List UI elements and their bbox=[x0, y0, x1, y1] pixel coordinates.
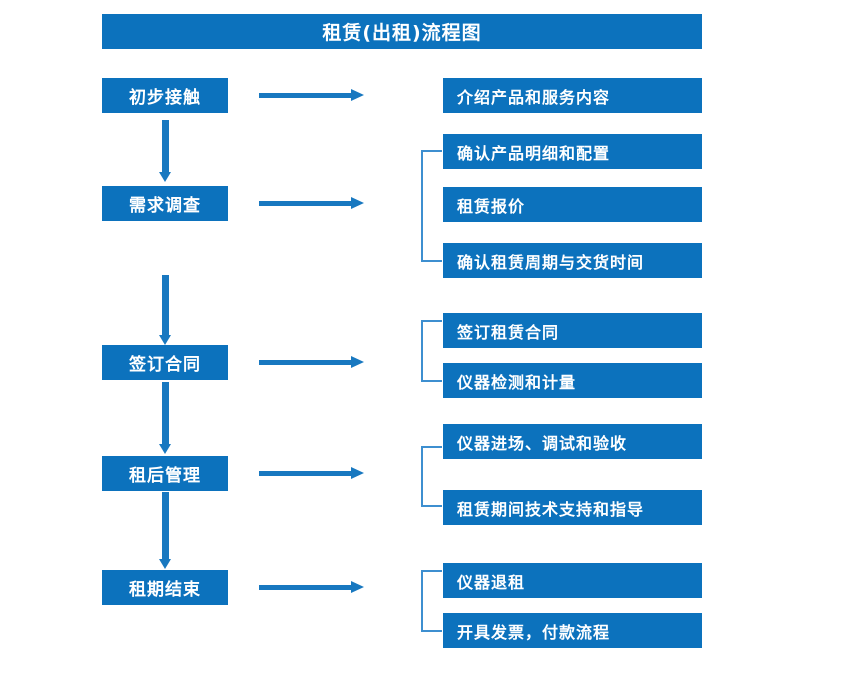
group-bracket-icon-2 bbox=[421, 150, 442, 262]
arrow-shaft bbox=[162, 120, 169, 172]
arrow-head bbox=[351, 581, 364, 593]
arrow-head bbox=[159, 172, 171, 182]
detail-box-3-2[interactable]: 仪器检测和计量 bbox=[443, 363, 702, 398]
arrow-head bbox=[351, 89, 364, 101]
arrow-shaft bbox=[259, 471, 351, 476]
down-arrow-icon-1 bbox=[159, 120, 171, 182]
right-arrow-icon-3 bbox=[259, 355, 364, 369]
arrow-head bbox=[351, 467, 364, 479]
stage-box-5[interactable]: 租期结束 bbox=[102, 570, 228, 605]
arrow-shaft bbox=[162, 492, 169, 559]
arrow-head bbox=[159, 559, 171, 569]
down-arrow-icon-4 bbox=[159, 492, 171, 569]
group-bracket-icon-5 bbox=[421, 570, 442, 632]
detail-box-2-1[interactable]: 确认产品明细和配置 bbox=[443, 134, 702, 169]
right-arrow-icon-4 bbox=[259, 466, 364, 480]
arrow-head bbox=[351, 197, 364, 209]
group-bracket-icon-4 bbox=[421, 446, 442, 507]
arrow-shaft bbox=[259, 201, 351, 206]
page-title: 租赁(出租)流程图 bbox=[102, 14, 702, 49]
detail-box-4-2[interactable]: 租赁期间技术支持和指导 bbox=[443, 490, 702, 525]
right-arrow-icon-1 bbox=[259, 88, 364, 102]
detail-box-1-1[interactable]: 介绍产品和服务内容 bbox=[443, 78, 702, 113]
right-arrow-icon-5 bbox=[259, 580, 364, 594]
detail-box-2-2[interactable]: 租赁报价 bbox=[443, 187, 702, 222]
stage-box-2[interactable]: 需求调查 bbox=[102, 186, 228, 221]
stage-box-1[interactable]: 初步接触 bbox=[102, 78, 228, 113]
detail-box-3-1[interactable]: 签订租赁合同 bbox=[443, 313, 702, 348]
detail-box-5-2[interactable]: 开具发票，付款流程 bbox=[443, 613, 702, 648]
arrow-shaft bbox=[259, 585, 351, 590]
arrow-shaft bbox=[259, 360, 351, 365]
detail-box-4-1[interactable]: 仪器进场、调试和验收 bbox=[443, 424, 702, 459]
arrow-shaft bbox=[259, 93, 351, 98]
arrow-head bbox=[159, 444, 171, 454]
stage-box-3[interactable]: 签订合同 bbox=[102, 345, 228, 380]
down-arrow-icon-2 bbox=[159, 275, 171, 345]
stage-box-4[interactable]: 租后管理 bbox=[102, 456, 228, 491]
arrow-head bbox=[159, 335, 171, 345]
detail-box-2-3[interactable]: 确认租赁周期与交货时间 bbox=[443, 243, 702, 278]
group-bracket-icon-3 bbox=[421, 320, 442, 382]
arrow-head bbox=[351, 356, 364, 368]
down-arrow-icon-3 bbox=[159, 382, 171, 454]
detail-box-5-1[interactable]: 仪器退租 bbox=[443, 563, 702, 598]
arrow-shaft bbox=[162, 382, 169, 444]
right-arrow-icon-2 bbox=[259, 196, 364, 210]
arrow-shaft bbox=[162, 275, 169, 335]
